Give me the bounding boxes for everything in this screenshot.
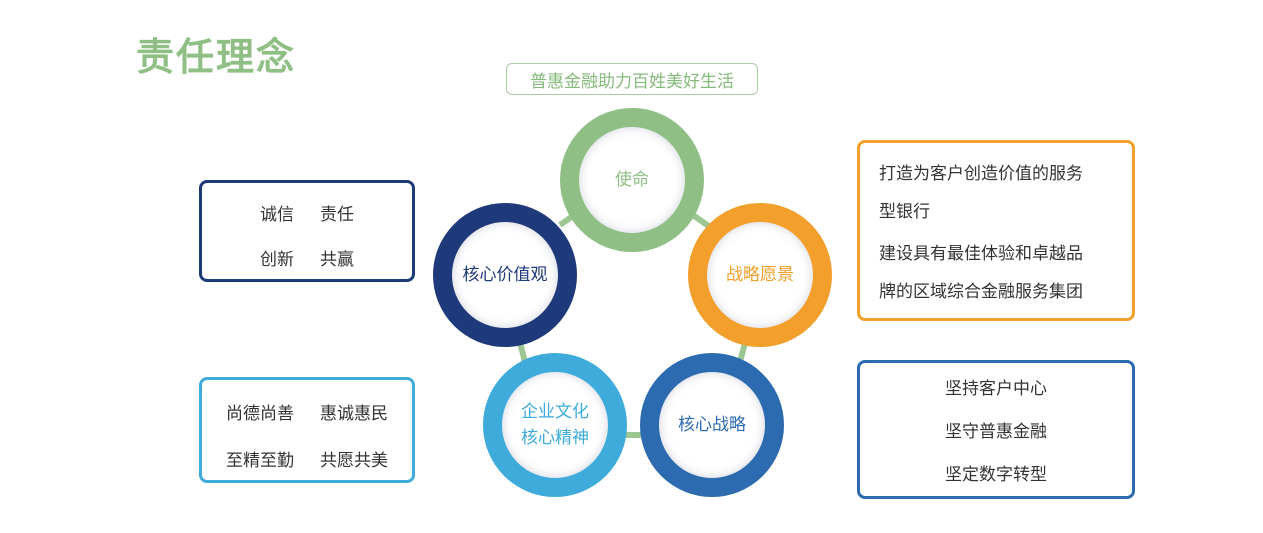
- vision-box: 打造为客户创造价值的服务 型银行 建设具有最佳体验和卓越品 牌的区域综合金融服务…: [857, 140, 1135, 321]
- values-box: 诚信 责任 创新 共赢: [199, 180, 415, 282]
- vision-line: 建设具有最佳体验和卓越品: [879, 244, 1083, 264]
- vision-line: 打造为客户创造价值的服务: [879, 164, 1083, 184]
- value-item: 创新: [260, 250, 294, 270]
- culture-item: 共愿共美: [320, 451, 388, 471]
- page-title: 责任理念: [136, 35, 297, 79]
- culture-item: 至精至勤: [226, 451, 294, 471]
- strategy-label: 核心战略: [678, 415, 746, 435]
- vision-line: 型银行: [879, 202, 930, 222]
- values-circle: 核心价值观: [433, 203, 577, 347]
- culture-label-2: 核心精神: [521, 428, 589, 448]
- values-label: 核心价值观: [462, 265, 548, 285]
- value-item: 责任: [320, 205, 354, 225]
- culture-label-1: 企业文化: [521, 402, 589, 422]
- culture-item: 尚德尚善: [226, 404, 294, 424]
- culture-item: 惠诚惠民: [320, 404, 388, 424]
- mission-circle: 使命: [560, 108, 704, 252]
- vision-circle: 战略愿景: [688, 203, 832, 347]
- strategy-line: 坚定数字转型: [945, 465, 1047, 485]
- culture-circle: 企业文化核心精神: [483, 353, 627, 497]
- strategy-line: 坚持客户中心: [945, 379, 1047, 399]
- value-item: 诚信: [260, 205, 294, 225]
- mission-label: 使命: [615, 170, 649, 190]
- culture-box: 尚德尚善 惠诚惠民 至精至勤 共愿共美: [199, 377, 415, 483]
- strategy-circle: 核心战略: [640, 353, 784, 497]
- slogan-badge: 普惠金融助力百姓美好生活: [506, 63, 758, 95]
- vision-line: 牌的区域综合金融服务集团: [879, 282, 1083, 302]
- strategy-line: 坚守普惠金融: [945, 422, 1047, 442]
- strategy-box: 坚持客户中心 坚守普惠金融 坚定数字转型: [857, 360, 1135, 499]
- vision-label: 战略愿景: [726, 265, 794, 285]
- connector: [615, 432, 655, 438]
- value-item: 共赢: [320, 250, 354, 270]
